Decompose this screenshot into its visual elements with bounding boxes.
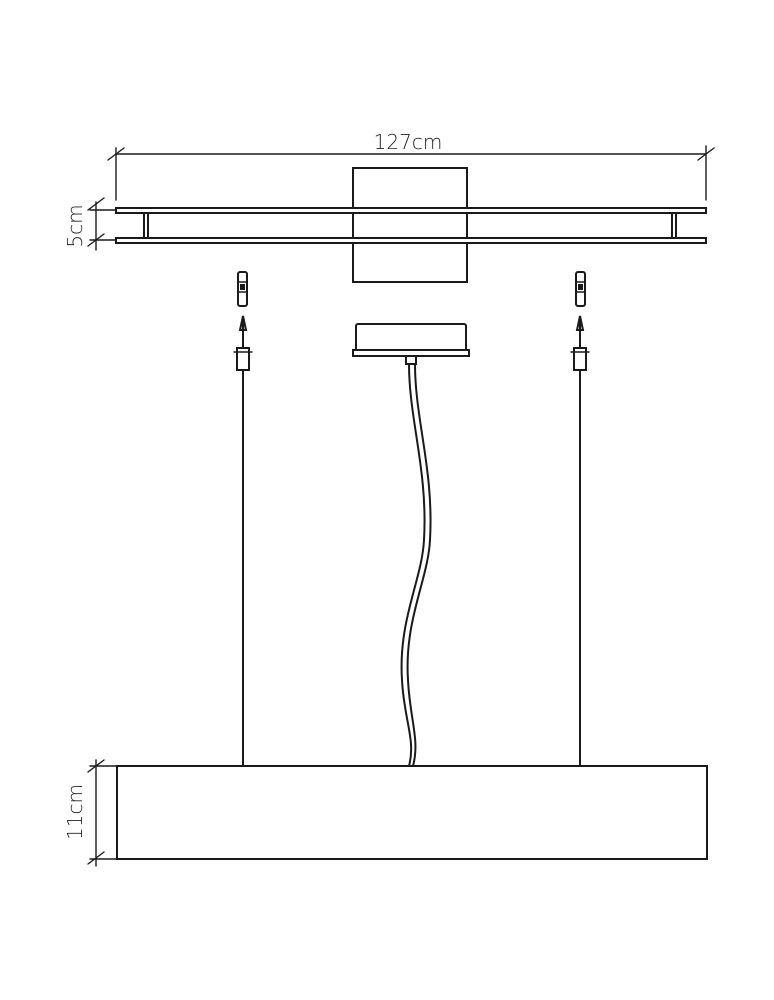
screw-left bbox=[233, 315, 253, 371]
bottom-height-dimension: 11cm bbox=[63, 759, 118, 867]
top-assembly bbox=[115, 167, 707, 283]
ceiling-cap bbox=[352, 323, 470, 365]
wall-plug-right bbox=[575, 271, 586, 307]
power-cable bbox=[400, 363, 432, 767]
top-height-label: 5cm bbox=[63, 204, 87, 247]
width-dimension: 127cm bbox=[107, 130, 715, 201]
canopy-block bbox=[352, 167, 468, 283]
top-height-dimension: 5cm bbox=[63, 197, 117, 251]
bottom-height-label: 11cm bbox=[63, 784, 87, 840]
wall-plug-left bbox=[237, 271, 248, 307]
width-label: 127cm bbox=[374, 130, 443, 154]
lamp-body bbox=[116, 765, 708, 860]
screw-right bbox=[570, 315, 590, 371]
